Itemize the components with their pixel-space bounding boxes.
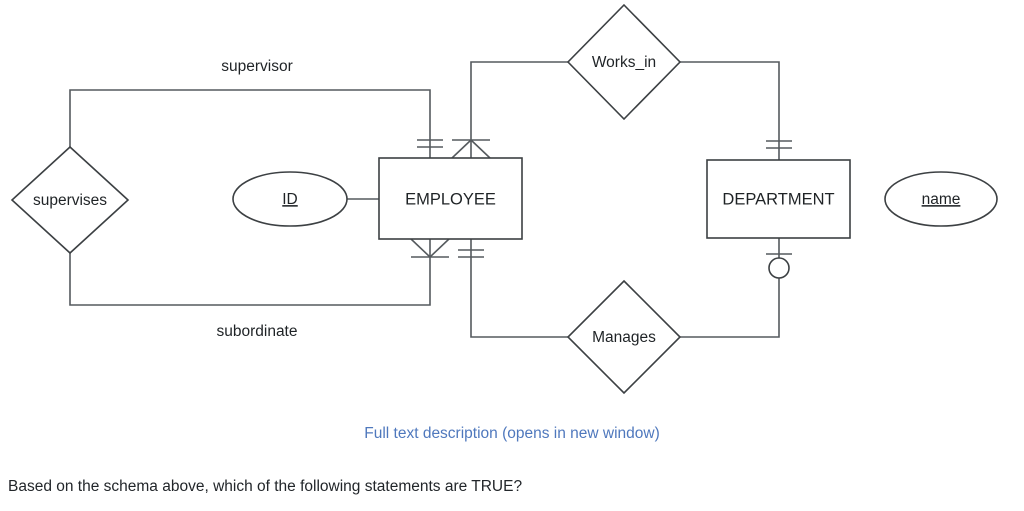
marker-one-and-only-one-department-top [766, 140, 792, 149]
marker-one-and-only-one-employee-bottom [458, 249, 484, 258]
role-label-subordinate: subordinate [216, 323, 297, 340]
connector-worksin-department [680, 61, 780, 160]
attribute-employee-id[interactable]: ID [232, 171, 348, 227]
entity-department-label: DEPARTMENT [722, 190, 834, 208]
attribute-employee-id-label: ID [282, 191, 298, 208]
connector-subordinate [69, 239, 431, 306]
relationship-supervises-label: supervises [33, 192, 107, 209]
marker-zero-or-one-department-bottom [766, 253, 792, 279]
marker-many-employee-top [451, 139, 491, 159]
relationship-supervises[interactable]: supervises [10, 145, 130, 255]
relationship-manages-label: Manages [592, 329, 656, 346]
attribute-department-name[interactable]: name [884, 171, 998, 227]
entity-employee[interactable]: EMPLOYEE [378, 157, 523, 240]
connector-manages-employee [470, 239, 568, 338]
connector-supervisor [69, 89, 431, 158]
relationship-manages[interactable]: Manages [566, 279, 682, 395]
role-label-supervisor: supervisor [221, 58, 293, 75]
marker-many-employee-bottom [410, 238, 450, 258]
connector-manages-department [680, 238, 780, 338]
full-text-description-link[interactable]: Full text description (opens in new wind… [364, 425, 660, 442]
attribute-department-name-label: name [922, 191, 961, 208]
er-diagram: EMPLOYEE DEPARTMENT ID name supervises W… [10, 3, 998, 395]
connector-worksin-employee [470, 61, 568, 158]
question-prompt: Based on the schema above, which of the … [8, 478, 523, 495]
entity-department[interactable]: DEPARTMENT [706, 159, 851, 239]
relationship-works-in-label: Works_in [592, 54, 656, 71]
marker-one-and-only-one-employee-top [417, 139, 443, 148]
full-text-link-row: Full text description (opens in new wind… [0, 425, 1024, 443]
relationship-works-in[interactable]: Works_in [566, 3, 682, 121]
question-row: Based on the schema above, which of the … [8, 476, 1008, 498]
entity-employee-label: EMPLOYEE [405, 190, 496, 208]
